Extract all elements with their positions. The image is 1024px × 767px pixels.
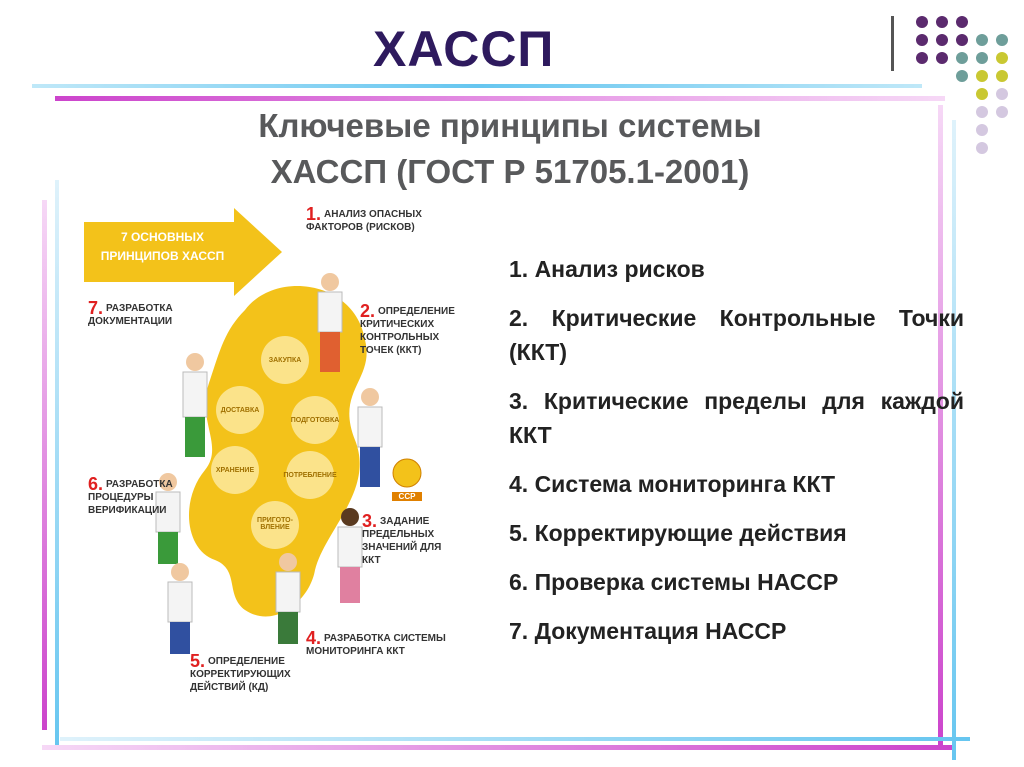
step-label-2: 2.ОПРЕДЕЛЕНИЕ КРИТИЧЕСКИХ КОНТРОЛЬНЫХ ТО… <box>360 302 455 357</box>
step-label-3: 3.ЗАДАНИЕ ПРЕДЕЛЬНЫХ ЗНАЧЕНИЙ ДЛЯ ККТ <box>362 512 452 567</box>
bottom-blue-bar <box>60 737 970 741</box>
bottom-magenta-bar <box>42 745 952 750</box>
person-figure <box>337 508 363 603</box>
principle-item-1: 1. Анализ рисков <box>509 256 705 282</box>
arrow-label: 7 ОСНОВНЫХ ПРИНЦИПОВ ХАССП <box>95 228 230 266</box>
person-figure <box>357 388 383 487</box>
person-figure <box>317 273 343 372</box>
principle-item-3: 3. Критические пределы для каждой ККТ <box>509 388 964 448</box>
infographic-heading: Ключевые принципы системы ХАССП (ГОСТ Р … <box>190 103 830 195</box>
heading-line-2: ХАССП (ГОСТ Р 51705.1-2001) <box>270 153 750 190</box>
person-figure <box>155 473 181 564</box>
step-label-6: 6.РАЗРАБОТКА ПРОЦЕДУРЫ ВЕРИФИКАЦИИ <box>88 475 173 517</box>
step-label-5: 5.ОПРЕДЕЛЕНИЕ КОРРЕКТИРУЮЩИХ ДЕЙСТВИЙ (К… <box>190 652 300 694</box>
circle-label-purchase: ЗАКУПКА <box>268 357 302 364</box>
principle-item-2: 2. Критические Контрольные Точки (ККТ) <box>509 305 964 365</box>
circle-label-delivery: ДОСТАВКА <box>220 407 260 414</box>
principles-list: 1. Анализ рисков 2. Критические Контроль… <box>509 252 964 663</box>
step-text-7: РАЗРАБОТКА ДОКУМЕНТАЦИИ <box>88 303 173 327</box>
circle-label-cooking: ПРИГОТО-ВЛЕНИЕ <box>257 517 293 531</box>
left-magenta-bar <box>42 200 47 730</box>
step-text-1: АНАЛИЗ ОПАСНЫХ ФАКТОРОВ (РИСКОВ) <box>306 209 422 233</box>
heading-line-1: Ключевые принципы системы <box>258 107 762 144</box>
left-blue-bar <box>55 180 59 750</box>
circle-label-preparation: ПОДГОТОВКА <box>290 417 340 424</box>
title-divider <box>891 16 894 71</box>
step-number-2: 2. <box>360 301 376 321</box>
right-magenta-bar <box>938 105 943 745</box>
step-number-5: 5. <box>190 651 206 671</box>
step-number-6: 6. <box>88 474 104 494</box>
step-label-4: 4.РАЗРАБОТКА СИСТЕМЫ МОНИТОРИНГА ККТ <box>306 629 446 658</box>
arrow-label-line-1: 7 ОСНОВНЫХ <box>120 230 205 244</box>
step-number-7: 7. <box>88 298 104 318</box>
arrow-label-line-2: ПРИНЦИПОВ ХАССП <box>100 249 225 263</box>
person-figure <box>167 563 193 654</box>
step-label-1: 1.АНАЛИЗ ОПАСНЫХ ФАКТОРОВ (РИСКОВ) <box>306 205 426 234</box>
decorative-dot-grid <box>912 16 1022 166</box>
step-text-4: РАЗРАБОТКА СИСТЕМЫ МОНИТОРИНГА ККТ <box>306 633 446 657</box>
principle-item-5: 5. Корректирующие действия <box>509 520 847 546</box>
person-figure <box>275 553 301 644</box>
step-number-3: 3. <box>362 511 378 531</box>
top-blue-bar <box>32 84 922 88</box>
principle-item-6: 6. Проверка системы НАССР <box>509 569 839 595</box>
step-text-2: ОПРЕДЕЛЕНИЕ КРИТИЧЕСКИХ КОНТРОЛЬНЫХ ТОЧЕ… <box>360 306 455 356</box>
top-magenta-bar <box>55 96 945 101</box>
principle-item-4: 4. Система мониторинга ККТ <box>509 471 836 497</box>
right-blue-bar <box>952 120 956 760</box>
step-text-3: ЗАДАНИЕ ПРЕДЕЛЬНЫХ ЗНАЧЕНИЙ ДЛЯ ККТ <box>362 516 442 566</box>
principle-item-7: 7. Документация НАССР <box>509 618 787 644</box>
step-number-1: 1. <box>306 204 322 224</box>
step-text-5: ОПРЕДЕЛЕНИЕ КОРРЕКТИРУЮЩИХ ДЕЙСТВИЙ (КД) <box>190 656 291 693</box>
circle-label-consumption: ПОТРЕБЛЕНИЕ <box>283 472 337 479</box>
slide-title: ХАССП <box>373 21 555 77</box>
yellow-arrow-graphic <box>84 208 282 296</box>
step-label-7: 7.РАЗРАБОТКА ДОКУМЕНТАЦИИ <box>88 299 183 328</box>
step-number-4: 4. <box>306 628 322 648</box>
person-figure <box>182 353 208 457</box>
ccp-badge-label: CCP <box>392 492 422 501</box>
step-text-6: РАЗРАБОТКА ПРОЦЕДУРЫ ВЕРИФИКАЦИИ <box>88 479 173 516</box>
circle-label-storage: ХРАНЕНИЕ <box>215 467 255 474</box>
ccp-badge-icon <box>392 458 422 488</box>
